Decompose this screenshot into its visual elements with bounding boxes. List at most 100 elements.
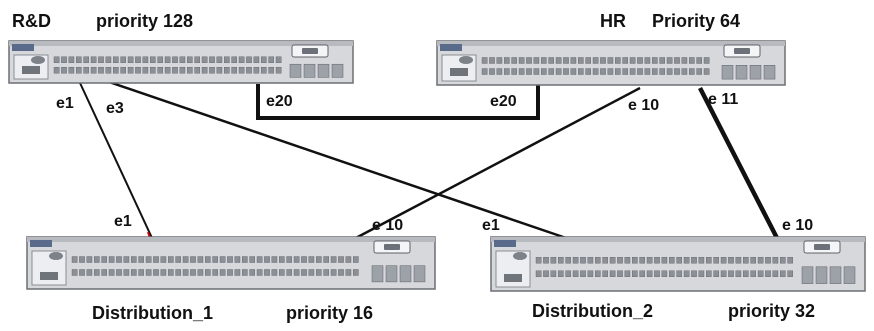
ethernet-port: [651, 57, 658, 64]
ethernet-port: [550, 270, 557, 277]
ethernet-port: [157, 67, 164, 74]
ethernet-port: [316, 269, 322, 276]
ethernet-port: [631, 270, 638, 277]
ethernet-port: [607, 57, 614, 64]
ethernet-port: [518, 57, 525, 64]
ethernet-port: [705, 270, 712, 277]
module-fan-icon: [459, 56, 473, 64]
link-rd-hr: [256, 84, 540, 120]
ethernet-port: [212, 269, 219, 276]
ethernet-port: [503, 68, 510, 75]
uplink-port: [399, 265, 412, 283]
ethernet-port: [194, 67, 201, 74]
ethernet-port: [105, 56, 112, 63]
ethernet-port: [238, 56, 245, 63]
ethernet-port: [585, 57, 592, 64]
port-label-dist1-e1: e1: [114, 213, 132, 230]
ethernet-port: [557, 270, 564, 277]
port-label-hr-e20: e20: [490, 93, 517, 110]
ethernet-port: [668, 257, 675, 264]
ethernet-port: [83, 67, 89, 74]
ethernet-port: [301, 256, 307, 263]
ethernet-port: [149, 56, 156, 63]
ethernet-port: [750, 257, 757, 264]
ethernet-port: [278, 256, 285, 263]
ethernet-port: [548, 68, 554, 75]
chassis-top-band: [491, 237, 865, 242]
ethernet-port: [108, 269, 115, 276]
ethernet-port: [105, 67, 112, 74]
ethernet-port: [249, 269, 256, 276]
uplink-port: [735, 65, 748, 80]
ethernet-port: [264, 269, 270, 276]
ethernet-port: [614, 68, 621, 75]
ethernet-port: [600, 57, 606, 64]
ethernet-port: [757, 270, 764, 277]
ethernet-port: [209, 67, 215, 74]
ethernet-port: [696, 57, 703, 64]
link-hr-dist2: [697, 86, 781, 242]
ethernet-port: [713, 270, 720, 277]
switch-distribution-1: [26, 236, 436, 290]
uplink-port: [371, 265, 384, 283]
ethernet-port: [646, 270, 653, 277]
ethernet-port: [219, 269, 226, 276]
ethernet-port: [53, 56, 60, 63]
ethernet-port: [720, 270, 727, 277]
ethernet-port: [142, 67, 149, 74]
ethernet-port: [275, 56, 282, 63]
ethernet-port: [772, 257, 779, 264]
ethernet-port: [609, 257, 616, 264]
dist2-priority-label: priority 32: [728, 301, 816, 321]
ethernet-port: [691, 270, 697, 277]
ethernet-port: [179, 67, 186, 74]
ethernet-port: [489, 57, 495, 64]
ethernet-port: [587, 270, 594, 277]
ethernet-port: [227, 269, 233, 276]
ethernet-port: [182, 269, 189, 276]
ethernet-port: [53, 67, 60, 74]
ethernet-port: [609, 270, 616, 277]
ethernet-port: [68, 56, 75, 63]
ethernet-port: [666, 68, 673, 75]
ethernet-port: [204, 256, 211, 263]
switch-distribution-2: [490, 236, 866, 292]
ethernet-port: [197, 256, 204, 263]
ethernet-port: [138, 256, 144, 263]
ethernet-port: [75, 67, 82, 74]
ethernet-port: [353, 256, 359, 263]
ethernet-port: [594, 270, 601, 277]
ethernet-port: [345, 256, 352, 263]
ethernet-port: [696, 68, 703, 75]
ethernet-port: [330, 256, 337, 263]
ethernet-port: [543, 257, 549, 264]
ethernet-port: [750, 270, 757, 277]
ethernet-port: [186, 67, 193, 74]
ethernet-port: [246, 56, 252, 63]
uplink-port: [749, 65, 762, 80]
vendor-logo-badge: [440, 44, 462, 51]
ethernet-port: [201, 56, 208, 63]
uplink-port: [317, 63, 330, 78]
port-label-rd-e1: e1: [56, 95, 74, 112]
ethernet-port: [135, 56, 141, 63]
switch-chassis: [26, 236, 436, 290]
ethernet-port: [683, 270, 690, 277]
ethernet-port: [742, 270, 749, 277]
ethernet-port: [580, 257, 586, 264]
ethernet-port: [353, 269, 359, 276]
module-port: [22, 66, 40, 74]
uplink-port: [289, 63, 302, 78]
chassis-top-band: [27, 237, 435, 242]
vendor-logo-badge: [12, 44, 34, 51]
ethernet-port: [735, 270, 742, 277]
ethernet-port: [705, 257, 712, 264]
ethernet-port: [533, 57, 540, 64]
ethernet-port: [216, 56, 223, 63]
ethernet-port: [728, 257, 734, 264]
ethernet-port: [543, 270, 549, 277]
ethernet-port: [681, 57, 688, 64]
module-port: [504, 274, 522, 282]
ethernet-port: [622, 68, 629, 75]
ethernet-port: [631, 257, 638, 264]
